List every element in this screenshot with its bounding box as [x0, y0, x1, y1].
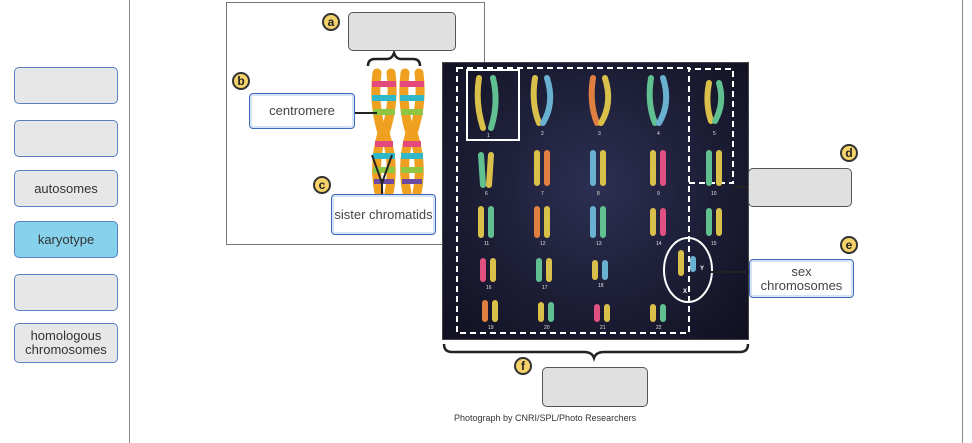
badge-e: e — [840, 236, 858, 254]
chrom-num-15: 15 — [711, 241, 717, 247]
chrom-num-8: 8 — [597, 191, 600, 197]
word-bank-empty-2[interactable] — [14, 120, 118, 157]
chrom-num-20: 20 — [544, 325, 550, 331]
chrom-num-12: 12 — [540, 241, 546, 247]
drop-target-a[interactable] — [348, 12, 456, 51]
word-bank-karyotype[interactable]: karyotype — [14, 221, 118, 258]
chrom-num-22: 22 — [656, 325, 662, 331]
photo-credit: Photograph by CNRI/SPL/Photo Researchers — [454, 413, 637, 423]
drop-target-d[interactable] — [748, 168, 852, 207]
chrom-num-16: 16 — [486, 285, 492, 291]
chrom-num-11: 11 — [484, 241, 490, 247]
chrom-num-13: 13 — [596, 241, 602, 247]
word-bank-autosomes[interactable]: autosomes — [14, 170, 118, 207]
chrom-num-21: 21 — [600, 325, 606, 331]
sex-label-y: Y — [700, 266, 705, 272]
drop-target-b[interactable]: centromere — [249, 93, 355, 129]
word-bank-panel: autosomes karyotype homologous chromosom… — [0, 0, 130, 443]
chrom-num-2: 2 — [541, 131, 544, 137]
karyotype-image — [456, 67, 734, 334]
chrom-num-18: 18 — [598, 283, 604, 289]
chrom-num-14: 14 — [656, 241, 662, 247]
chrom-num-10: 10 — [711, 191, 717, 197]
drop-target-c[interactable]: sister chromatids — [331, 194, 436, 235]
badge-b: b — [232, 72, 250, 90]
chromosome-drawing — [355, 49, 425, 198]
chrom-num-17: 17 — [542, 285, 548, 291]
karyotype-photo: 1 2 3 4 5 6 7 8 9 10 11 12 13 14 15 16 1… — [442, 62, 749, 340]
badge-c: c — [313, 176, 331, 194]
word-bank-empty-3[interactable] — [14, 274, 118, 311]
chrom-num-19: 19 — [488, 325, 494, 331]
word-bank-empty-1[interactable] — [14, 67, 118, 104]
sex-label-x: X — [683, 289, 688, 295]
chrom-num-7: 7 — [541, 191, 544, 197]
drop-target-f[interactable] — [542, 367, 648, 407]
badge-d: d — [840, 144, 858, 162]
chrom-num-1: 1 — [487, 133, 490, 139]
chrom-num-4: 4 — [657, 131, 660, 137]
chrom-num-6: 6 — [485, 191, 488, 197]
drop-target-e[interactable]: sex chromosomes — [749, 259, 854, 298]
word-bank-homologous-chromosomes[interactable]: homologous chromosomes — [14, 323, 118, 363]
badge-f: f — [514, 357, 532, 375]
chrom-num-9: 9 — [657, 191, 660, 197]
chrom-num-3: 3 — [598, 131, 601, 137]
badge-a: a — [322, 13, 340, 31]
chrom-num-5: 5 — [713, 131, 716, 137]
